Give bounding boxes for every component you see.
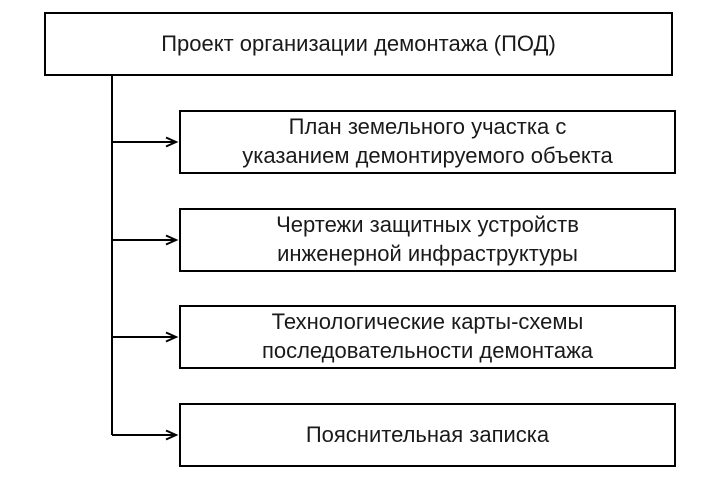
root-box: Проект организации демонтажа (ПОД) [44, 12, 673, 76]
root-box-label: Проект организации демонтажа (ПОД) [161, 30, 556, 56]
child-box-label: Технологические карты-схемы последовател… [261, 309, 594, 363]
child-box-label: План земельного участка с указанием демо… [242, 114, 613, 168]
child-box-protective-drawings: Чертежи защитных устройств инженерной ин… [179, 208, 676, 272]
child-box-explanatory-note: Пояснительная записка [179, 403, 676, 467]
child-box-label: Чертежи защитных устройств инженерной ин… [276, 212, 579, 266]
child-box-process-charts: Технологические карты-схемы последовател… [179, 305, 676, 369]
child-box-site-plan: План земельного участка с указанием демо… [179, 110, 676, 174]
child-box-label: Пояснительная записка [305, 421, 550, 447]
